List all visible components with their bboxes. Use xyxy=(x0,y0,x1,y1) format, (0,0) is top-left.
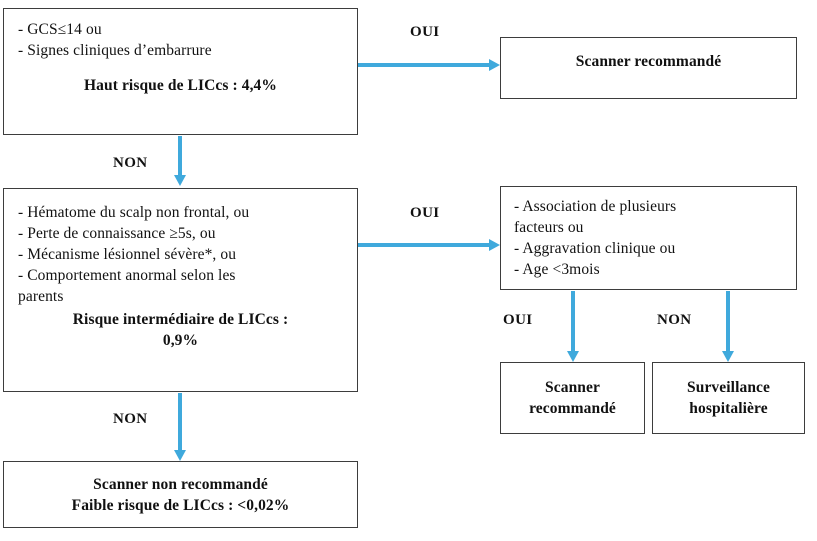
arrow-factors-to-surveillance xyxy=(721,291,735,362)
intermediate-criterion-5: parents xyxy=(18,288,64,305)
node-high-risk: - GCS≤14 ou - Signes cliniques d’embarru… xyxy=(3,8,358,135)
arrow-intermediate-to-low-risk xyxy=(173,393,187,461)
factors-criterion-4: - Age <3mois xyxy=(514,261,600,278)
node-scanner-recommande-bottom: Scanner recommandé xyxy=(500,362,645,434)
factors-criterion-2: facteurs ou xyxy=(514,219,584,236)
edge-label-high-risk-yes: OUI xyxy=(410,24,440,40)
high-risk-criterion-2: - Signes cliniques d’embarrure xyxy=(18,42,212,59)
arrow-intermediate-to-factors xyxy=(358,238,500,252)
node-aggravating-factors: - Association de plusieurs facteurs ou -… xyxy=(500,186,797,290)
node-scanner-recommande-top: Scanner recommandé xyxy=(500,37,797,99)
intermediate-criterion-3: - Mécanisme lésionnel sévère*, ou xyxy=(18,246,237,263)
edge-label-factors-yes: OUI xyxy=(503,312,533,328)
intermediate-risk-value-label-1: Risque intermédiaire de LICcs : xyxy=(72,311,289,328)
spacer xyxy=(18,61,357,75)
intermediate-criterion-2: - Perte de connaissance ≥5s, ou xyxy=(18,225,216,242)
arrow-high-risk-to-scanner xyxy=(358,58,500,72)
arrow-head xyxy=(567,351,579,362)
factors-criterion-3: - Aggravation clinique ou xyxy=(514,240,676,257)
arrow-shaft xyxy=(726,291,730,351)
high-risk-value-label: Haut risque de LICcs : 4,4% xyxy=(83,77,277,94)
surveillance-line-2: hospitalière xyxy=(689,400,768,417)
edge-label-intermediate-no: NON xyxy=(113,411,148,427)
arrow-factors-to-scanner xyxy=(566,291,580,362)
arrow-shaft xyxy=(571,291,575,351)
high-risk-criterion-1: - GCS≤14 ou xyxy=(18,21,102,38)
arrow-shaft xyxy=(358,243,489,247)
edge-label-factors-no: NON xyxy=(657,312,692,328)
node-surveillance-hospitaliere: Surveillance hospitalière xyxy=(652,362,805,434)
arrow-head xyxy=(174,175,186,186)
edge-label-high-risk-no: NON xyxy=(113,155,148,171)
intermediate-criterion-1: - Hématome du scalp non frontal, ou xyxy=(18,204,250,221)
edge-label-intermediate-yes: OUI xyxy=(410,205,440,221)
intermediate-criterion-4: - Comportement anormal selon les xyxy=(18,267,236,284)
low-risk-line-2: Faible risque de LICcs : <0,02% xyxy=(71,496,290,514)
scanner-recommande-top-label: Scanner recommandé xyxy=(575,52,722,70)
arrow-shaft xyxy=(178,393,182,450)
factors-criterion-1: - Association de plusieurs xyxy=(514,198,677,215)
arrow-head xyxy=(174,450,186,461)
arrow-head xyxy=(489,59,500,71)
arrow-shaft xyxy=(178,136,182,175)
scanner-recommande-bottom-line-2: recommandé xyxy=(529,400,616,417)
arrow-head xyxy=(489,239,500,251)
node-intermediate-risk: - Hématome du scalp non frontal, ou - Pe… xyxy=(3,188,358,392)
arrow-high-risk-to-intermediate xyxy=(173,136,187,186)
surveillance-line-1: Surveillance xyxy=(687,379,770,396)
intermediate-risk-value-label-2: 0,9% xyxy=(162,332,199,349)
node-low-risk: Scanner non recommandé Faible risque de … xyxy=(3,461,358,528)
arrow-shaft xyxy=(358,63,489,67)
scanner-recommande-bottom-line-1: Scanner xyxy=(545,379,600,396)
arrow-head xyxy=(722,351,734,362)
low-risk-line-1: Scanner non recommandé xyxy=(93,475,268,493)
